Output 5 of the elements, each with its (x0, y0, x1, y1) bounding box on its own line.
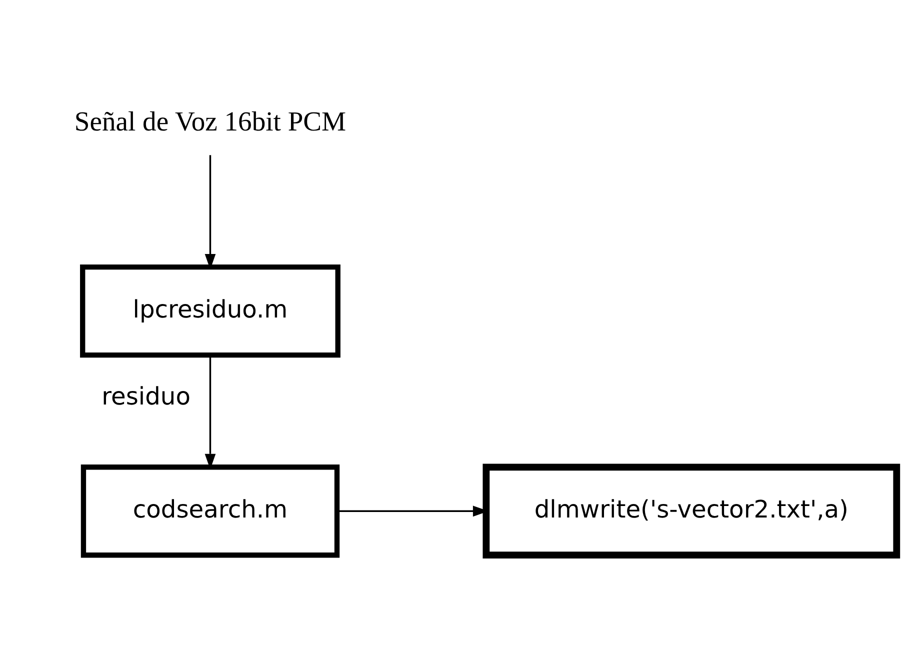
edge-label: residuo (102, 382, 190, 410)
node-text: Señal de Voz 16bit PCM (74, 105, 346, 136)
node-box: codsearch.m (80, 464, 340, 558)
node-box: lpcresiduo.m (80, 264, 340, 358)
node-box: dlmwrite('s-vector2.txt',a) (482, 464, 900, 559)
